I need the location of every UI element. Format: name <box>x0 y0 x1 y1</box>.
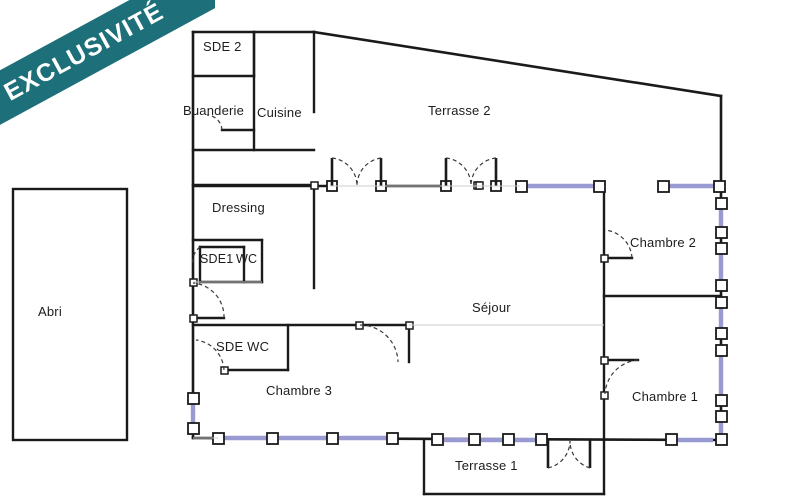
door-arc <box>192 246 201 265</box>
mullion <box>715 344 728 357</box>
room-label-sejour: Séjour <box>472 300 511 315</box>
mullion <box>386 432 399 445</box>
door-pivot <box>600 391 609 400</box>
mullion <box>187 392 200 405</box>
door-arc <box>604 229 633 259</box>
exterior-wall-north-slope <box>312 30 723 98</box>
mullion <box>468 433 481 446</box>
mullion <box>715 226 728 239</box>
mullion <box>715 242 728 255</box>
mullion <box>715 433 728 446</box>
room-label-abri: Abri <box>38 304 62 319</box>
mullion <box>593 180 606 193</box>
mullion <box>266 432 279 445</box>
mullion <box>715 394 728 407</box>
interior-walls <box>191 30 723 496</box>
mullion <box>665 433 678 446</box>
mullion <box>326 432 339 445</box>
room-label-chambre3: Chambre 3 <box>266 383 333 398</box>
room-label-sde2: SDE 2 <box>203 39 242 54</box>
mullion <box>715 327 728 340</box>
window-mullions <box>187 180 728 446</box>
door-arc <box>359 324 399 363</box>
mullion <box>502 433 515 446</box>
door-pivot <box>220 366 229 375</box>
door-arc <box>547 440 571 469</box>
door-arc <box>569 440 591 469</box>
room-label-wc: WC <box>236 252 258 266</box>
mullion <box>187 422 200 435</box>
door-arc <box>470 157 497 187</box>
mullion <box>715 296 728 309</box>
room-label-buanderie: Buanderie <box>183 103 245 118</box>
door-leaves <box>330 158 592 468</box>
room-label-cuisine: Cuisine <box>257 105 302 120</box>
door-arc <box>192 282 225 319</box>
mullion <box>715 279 728 292</box>
mullion <box>715 410 728 423</box>
door-pivot <box>600 356 609 365</box>
mullion <box>657 180 670 193</box>
room-label-sde-wc: SDE WC <box>216 339 270 354</box>
room-label-terrasse2: Terrasse 2 <box>428 103 491 118</box>
abri-outline <box>11 187 129 442</box>
room-label-terrasse1: Terrasse 1 <box>455 458 518 473</box>
room-label-sde1: SDE1 <box>200 252 234 266</box>
door-arc <box>356 157 382 187</box>
door-arc <box>195 339 225 371</box>
room-label-chambre1: Chambre 1 <box>632 389 699 404</box>
threshold-guides <box>193 185 604 439</box>
room-label-chambre2: Chambre 2 <box>630 235 697 250</box>
mullion <box>713 180 726 193</box>
mullion <box>431 433 444 446</box>
door-pivot <box>310 181 319 190</box>
door-pivot <box>189 314 198 323</box>
door-pivot <box>600 254 609 263</box>
mullion <box>715 197 728 210</box>
mullion <box>535 433 548 446</box>
abri-outbuilding <box>11 187 129 442</box>
room-label-dressing: Dressing <box>212 200 265 215</box>
door-swing-arcs <box>192 114 639 469</box>
